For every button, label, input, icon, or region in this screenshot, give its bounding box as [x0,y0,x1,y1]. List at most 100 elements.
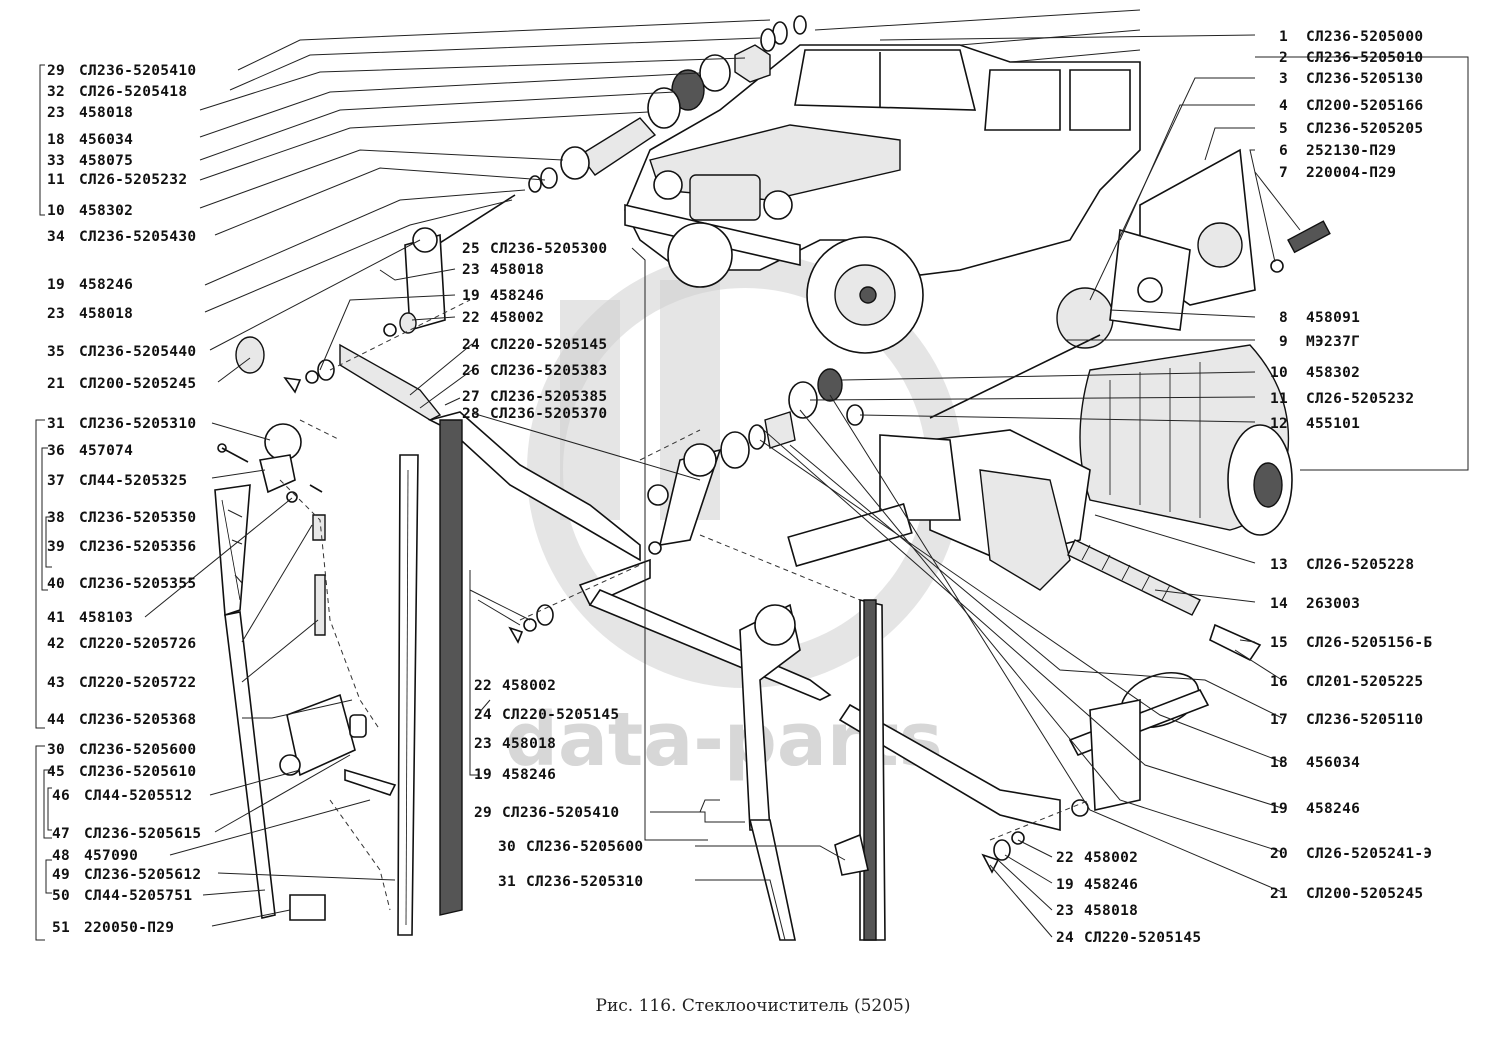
callout-number: 31 [47,416,65,432]
part-code: МЭ237Г [1306,334,1360,350]
callout-number: 47 [52,826,70,842]
callout-number: 29 [47,63,65,79]
callout-number: 20 [1270,846,1288,862]
callout-number: 18 [1270,755,1288,771]
part-code: СЛ236-5205310 [526,874,643,890]
callout-number: 22 [462,310,480,326]
part-code: СЛ236-5205610 [79,764,196,780]
part-code: 220050-П29 [84,920,174,936]
callout-number: 30 [47,742,65,758]
part-code: СЛ236-5205383 [490,363,607,379]
callout-number: 11 [47,172,65,188]
part-code: 456034 [1306,755,1360,771]
part-code: СЛ236-5205130 [1306,71,1423,87]
part-code: СЛ236-5205300 [490,241,607,257]
callout-number: 23 [47,306,65,322]
part-code: 220004-П29 [1306,165,1396,181]
part-code: СЛ44-5205325 [79,473,187,489]
part-code: 456034 [79,132,133,148]
washers-and-nuts-top [409,15,807,263]
part-code: СЛ26-5205156-Б [1306,635,1432,651]
callout-number: 23 [1056,903,1074,919]
part-code: 252130-П29 [1306,143,1396,159]
left-group-brackets [35,64,52,941]
callout-number: 2 [1279,50,1288,66]
callout-number: 11 [1270,391,1288,407]
part-code: 458018 [502,736,556,752]
part-code: СЛ236-5205368 [79,712,196,728]
callout-number: 26 [462,363,480,379]
part-code: СЛ200-5205166 [1306,98,1423,114]
part-code: СЛ236-5205430 [79,229,196,245]
callout-number: 19 [474,767,492,783]
callout-number: 16 [1270,674,1288,690]
callout-number: 36 [47,443,65,459]
part-code: 458091 [1306,310,1360,326]
callout-number: 23 [474,736,492,752]
callout-number: 50 [52,888,70,904]
callout-number: 51 [52,920,70,936]
callout-number: 39 [47,539,65,555]
callout-number: 17 [1270,712,1288,728]
callout-number: 37 [47,473,65,489]
part-code: 458018 [490,262,544,278]
part-code: СЛ26-5205228 [1306,557,1414,573]
callout-number: 24 [462,337,480,353]
callout-number: 3 [1279,71,1288,87]
part-code: 458302 [1306,365,1360,381]
callout-number: 25 [462,241,480,257]
callout-number: 44 [47,712,65,728]
part-code: 458018 [1084,903,1138,919]
part-code: 263003 [1306,596,1360,612]
callout-number: 21 [47,376,65,392]
part-code: СЛ220-5205145 [490,337,607,353]
part-code: 458002 [1084,850,1138,866]
part-code: 458002 [502,678,556,694]
callout-number: 34 [47,229,65,245]
part-code: СЛ236-5205615 [84,826,201,842]
callout-number: 29 [474,805,492,821]
part-code: СЛ220-5205722 [79,675,196,691]
callout-number: 18 [47,132,65,148]
callout-number: 12 [1270,416,1288,432]
callout-number: 41 [47,610,65,626]
callout-number: 46 [52,788,70,804]
part-code: 458018 [79,105,133,121]
callout-number: 10 [47,203,65,219]
spring-and-bushings [1067,539,1262,817]
callout-number: 9 [1279,334,1288,350]
part-code: СЛ26-5205232 [79,172,187,188]
callout-number: 19 [1270,801,1288,817]
part-code: 455101 [1306,416,1360,432]
figure-caption: Рис. 116. Стеклоочиститель (5205) [595,996,911,1016]
part-code: СЛ26-5205241-Э [1306,846,1432,862]
part-code: СЛ236-5205600 [79,742,196,758]
part-code: СЛ44-5205751 [84,888,192,904]
callout-number: 22 [474,678,492,694]
part-code: 458002 [490,310,544,326]
callout-number: 23 [47,105,65,121]
part-code: 457074 [79,443,133,459]
callout-number: 27 [462,389,480,405]
part-code: 458246 [1306,801,1360,817]
part-code: 458018 [79,306,133,322]
callout-number: 19 [1056,877,1074,893]
callout-number: 24 [474,707,492,723]
part-code: СЛ236-5205350 [79,510,196,526]
part-code: СЛ236-5205440 [79,344,196,360]
part-code: СЛ200-5205245 [1306,886,1423,902]
part-code: 458246 [490,288,544,304]
right-leader-lines [757,34,1469,893]
part-code: СЛ236-5205410 [502,805,619,821]
part-code: СЛ26-5205232 [1306,391,1414,407]
part-code: СЛ236-5205205 [1306,121,1423,137]
callout-number: 13 [1270,557,1288,573]
assembly-axes [279,299,1091,911]
labels-center: 23 458018 19 458246 22 458002 25 СЛ236-5205300 2… [462,241,1201,946]
callout-number: 28 [462,406,480,422]
callout-number: 38 [47,510,65,526]
